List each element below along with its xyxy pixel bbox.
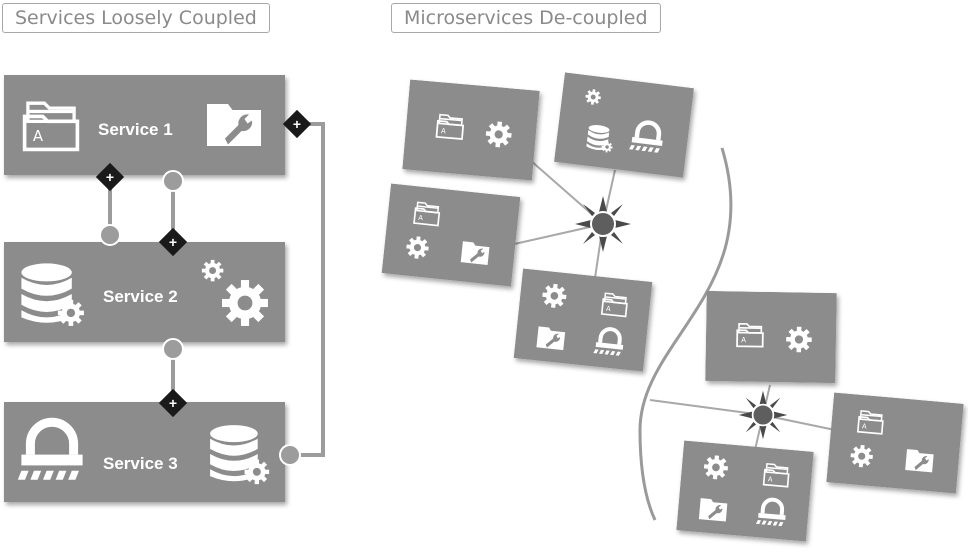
svg-text:+: + — [169, 395, 177, 411]
hub-icon — [574, 195, 632, 253]
boundary-curve — [638, 147, 733, 521]
microservice-card[interactable] — [402, 80, 539, 181]
svg-text:+: + — [106, 169, 114, 185]
microservice-card[interactable] — [676, 441, 813, 542]
microservice-card[interactable] — [554, 72, 694, 177]
microservice-card[interactable] — [382, 183, 521, 286]
microservice-card[interactable] — [705, 291, 837, 383]
service-3-label: Service 3 — [103, 454, 178, 473]
left-title: Services Loosely Coupled — [2, 3, 270, 33]
svg-text:+: + — [169, 234, 177, 250]
microservice-card[interactable] — [514, 268, 653, 371]
connector-sockets — [99, 170, 301, 466]
service-1-label: Service 1 — [98, 120, 173, 139]
svg-text:+: + — [293, 116, 301, 132]
hub-icon — [737, 389, 789, 441]
plug-diamond: + — [282, 109, 312, 139]
right-title: Microservices De-coupled — [391, 3, 661, 33]
service-2-label: Service 2 — [103, 287, 178, 306]
folder-wrench-icon — [207, 104, 261, 146]
microservice-card[interactable] — [826, 393, 963, 494]
